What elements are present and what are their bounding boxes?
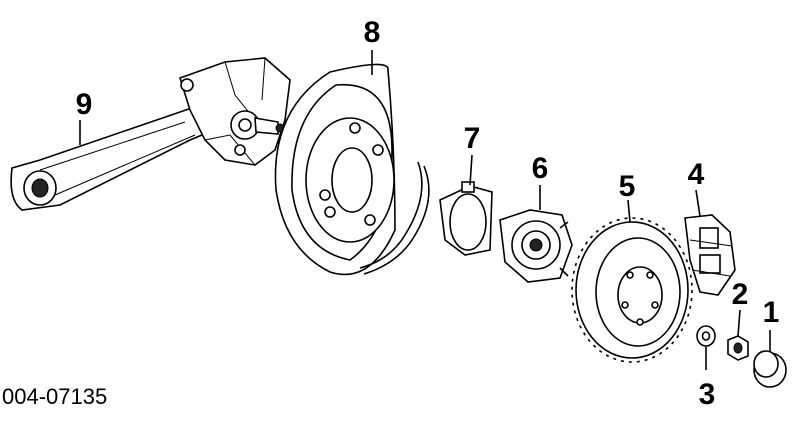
hub-assembly-part	[499, 209, 573, 283]
callout-6: 6	[532, 152, 549, 185]
lug-nut-part	[727, 335, 749, 361]
leader-4	[695, 189, 701, 217]
brake-caliper-part	[684, 214, 736, 296]
figure-code: 004-07135	[2, 384, 107, 409]
brake-rotor-part	[571, 217, 693, 363]
callout-5: 5	[619, 170, 636, 203]
callout-9: 9	[76, 88, 93, 121]
leader-5	[627, 199, 631, 223]
callout-4: 4	[688, 158, 705, 191]
callout-2: 2	[732, 278, 749, 311]
backing-plate-part	[274, 63, 430, 276]
callout-7: 7	[464, 122, 481, 155]
washer-part	[696, 325, 716, 347]
callout-8: 8	[364, 16, 381, 49]
leader-lines	[79, 50, 771, 370]
leader-7	[469, 154, 473, 186]
leader-2	[737, 309, 741, 337]
callout-1: 1	[763, 296, 780, 329]
callout-3: 3	[699, 378, 716, 411]
brake-shoe-part	[439, 181, 493, 256]
trailing-arm-part	[10, 57, 291, 211]
dust-cap-part	[753, 350, 787, 388]
